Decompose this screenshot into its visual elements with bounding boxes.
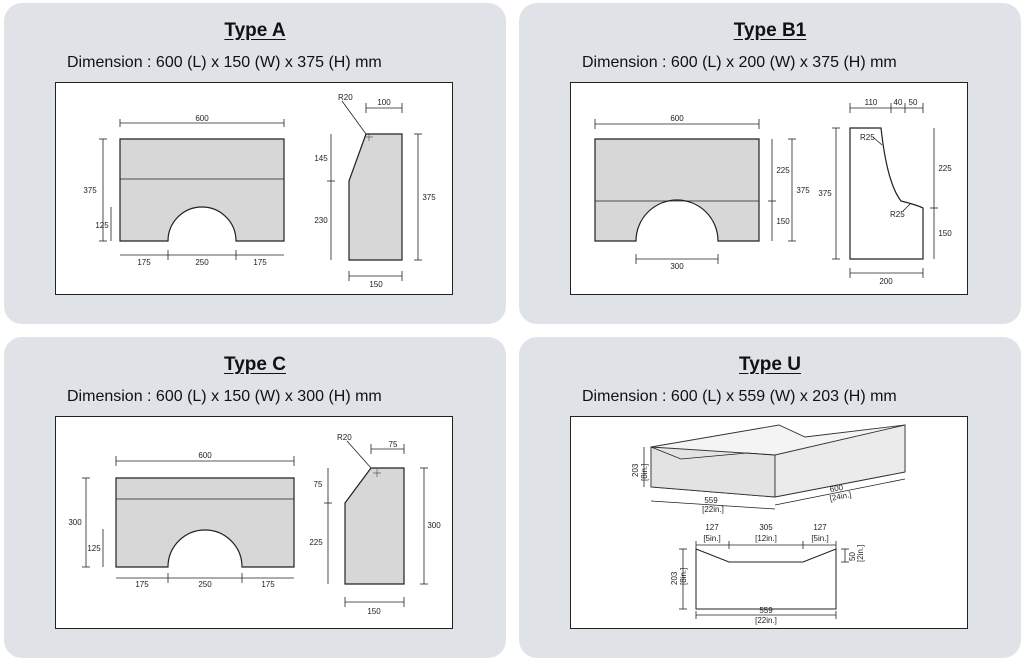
dim-arch-height: 125: [95, 221, 109, 230]
dim-top-3: 50: [909, 98, 918, 107]
drawing-panel: 203 [8in.] 559 [22in.] 600 [24in.] 127 […: [570, 416, 968, 629]
dim-length: 600: [670, 114, 684, 123]
drawing-panel: 600 300 125 175 250 175 R20 75 75 225 30…: [55, 416, 453, 629]
card-title: Type A: [224, 20, 286, 41]
front-view-shape: [594, 138, 760, 242]
dim-lower-height: 225: [309, 538, 323, 547]
dim-left: 175: [137, 258, 151, 267]
drawing-type-b1: 600 225 150 375 300 110 40 50 R25 R25 37…: [594, 98, 952, 286]
dim-upper-height: 75: [314, 480, 323, 489]
drawing-type-c: 600 300 125 175 250 175 R20 75 75 225 30…: [68, 433, 441, 616]
dim-right: 175: [253, 258, 267, 267]
dim-arch-height: 125: [87, 544, 101, 553]
section-shape: [695, 548, 837, 610]
sec-height-in: [8in.]: [679, 568, 688, 585]
iso-height: 203: [631, 463, 640, 477]
dim-side-total: 375: [818, 189, 832, 198]
dim-right: 175: [261, 580, 275, 589]
card-dimension: Dimension : 600 (L) x 150 (W) x 300 (H) …: [67, 388, 382, 405]
dim-radius-bottom: R25: [890, 210, 905, 219]
drawing-panel: 600 375 125 175 250 175 R20 100 145 230 …: [55, 82, 453, 295]
sec-width-in: [22in.]: [755, 616, 777, 625]
dim-arch-width: 300: [670, 262, 684, 271]
iso-height-in: [8in.]: [640, 464, 649, 481]
card-type-c: Type C Dimension : 600 (L) x 150 (W) x 3…: [4, 337, 506, 658]
dim-length: 600: [198, 451, 212, 460]
sec-seg-2-in: [12in.]: [755, 534, 777, 543]
dim-radius: R20: [337, 433, 352, 442]
iso-length-in: [24in.]: [829, 490, 852, 503]
dim-radius: R20: [338, 93, 353, 102]
front-view-shape: [119, 138, 285, 242]
dim-top-2: 40: [894, 98, 903, 107]
card-dimension: Dimension : 600 (L) x 559 (W) x 203 (H) …: [582, 388, 897, 405]
card-type-u: Type U Dimension : 600 (L) x 559 (W) x 2…: [519, 337, 1021, 658]
dim-left: 175: [135, 580, 149, 589]
card-type-a: Type A Dimension : 600 (L) x 150 (W) x 3…: [4, 3, 506, 324]
dim-top-1: 110: [865, 98, 878, 107]
iso-width: 559: [704, 496, 718, 505]
card-dimension: Dimension : 600 (L) x 150 (W) x 375 (H) …: [67, 54, 382, 71]
drawing-type-a: 600 375 125 175 250 175 R20 100 145 230 …: [83, 93, 436, 289]
dim-side-lower: 150: [938, 229, 952, 238]
dim-base-width: 150: [367, 607, 381, 616]
dim-lower-height: 150: [776, 217, 790, 226]
card-type-b1: Type B1 Dimension : 600 (L) x 200 (W) x …: [519, 3, 1021, 324]
card-title: Type B1: [733, 20, 807, 41]
sec-seg-3-in: [5in.]: [811, 534, 828, 543]
drawing-type-u: 203 [8in.] 559 [22in.] 600 [24in.] 127 […: [631, 424, 906, 625]
dim-arch-width: 250: [198, 580, 212, 589]
dim-side-upper: 225: [938, 164, 952, 173]
dim-radius-top: R25: [860, 133, 875, 142]
drawing-panel: 600 225 150 375 300 110 40 50 R25 R25 37…: [570, 82, 968, 295]
dim-base-width: 200: [879, 277, 893, 286]
dim-base-width: 150: [369, 280, 383, 289]
dim-top-width: 75: [389, 440, 398, 449]
dim-height: 375: [83, 186, 97, 195]
dim-lower-height: 230: [314, 216, 328, 225]
side-view-shape: [849, 127, 924, 260]
dim-length: 600: [195, 114, 209, 123]
card-title: Type U: [739, 354, 801, 375]
sec-seg-1: 127: [705, 523, 719, 532]
sec-depth: 50: [848, 552, 857, 561]
sec-height: 203: [670, 571, 679, 585]
iso-width-in: [22in.]: [702, 505, 724, 514]
iso-side-face: [774, 424, 906, 498]
dim-upper-height: 145: [314, 154, 328, 163]
sec-width: 559: [759, 606, 773, 615]
iso-channel: [650, 446, 776, 460]
dim-total-height: 375: [796, 186, 810, 195]
dim-side-height: 375: [422, 193, 436, 202]
sec-seg-2: 305: [759, 523, 773, 532]
dim-top-width: 100: [377, 98, 391, 107]
sec-seg-1-in: [5in.]: [703, 534, 720, 543]
front-view-shape: [115, 477, 295, 568]
dim-arch-width: 250: [195, 258, 209, 267]
sec-seg-3: 127: [813, 523, 827, 532]
side-view-shape: [348, 133, 403, 261]
dim-upper-height: 225: [776, 166, 790, 175]
side-view-shape: [344, 467, 405, 585]
sec-depth-in: [2in.]: [856, 545, 865, 562]
iso-length: 600: [829, 483, 844, 494]
card-dimension: Dimension : 600 (L) x 200 (W) x 375 (H) …: [582, 54, 897, 71]
card-title: Type C: [224, 354, 286, 375]
dim-side-height: 300: [427, 521, 441, 530]
dim-height: 300: [68, 518, 82, 527]
